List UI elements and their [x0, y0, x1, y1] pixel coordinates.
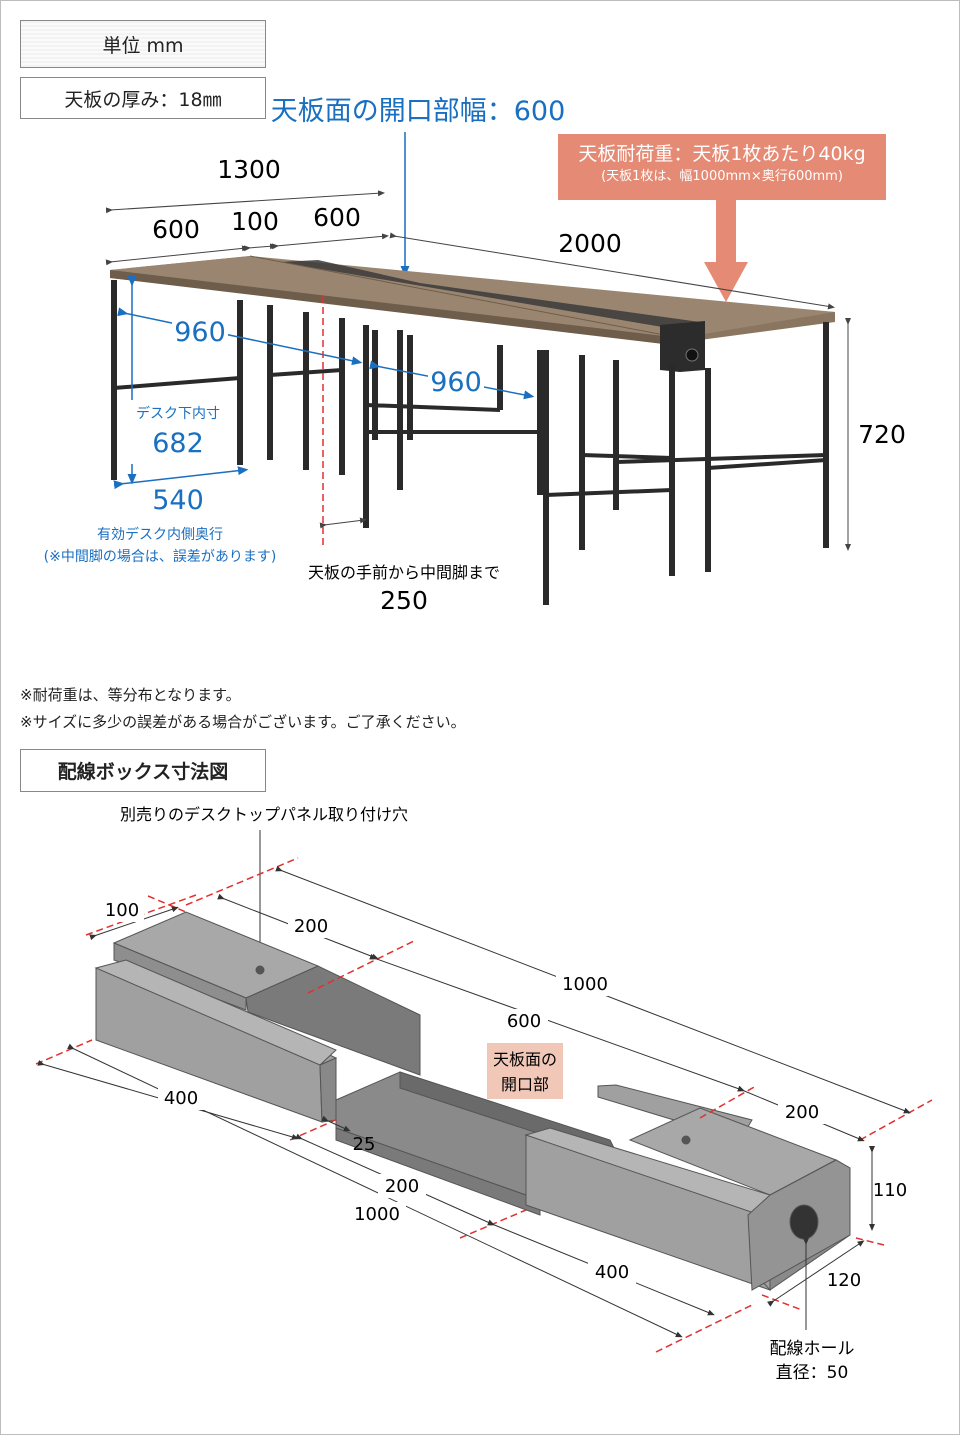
opening-label-2: 開口部 — [501, 1075, 549, 1094]
wiring-section-title: 配線ボックス寸法図 — [20, 749, 266, 792]
note-load: ※耐荷重は、等分布となります。 — [20, 686, 241, 704]
panel-hole-label: 別売りのデスクトップパネル取り付け穴 — [120, 805, 408, 824]
dim-100: 100 — [231, 207, 279, 236]
dim-1300: 1300 — [217, 155, 281, 184]
dim-540: 540 — [152, 485, 204, 516]
dim-w600: 600 — [507, 1011, 541, 1032]
dim-250: 250 — [380, 586, 428, 615]
dim-w200c: 200 — [785, 1102, 819, 1123]
dim-600b: 600 — [313, 203, 361, 232]
wiring-box-diagram: 別売りのデスクトップパネル取り付け穴 — [35, 805, 933, 1383]
dim-w200a: 200 — [294, 916, 328, 937]
under-desk-label: デスク下内寸 — [136, 405, 220, 422]
dim-600a: 600 — [152, 215, 200, 244]
wiring-labels: 100 200 1000 600 天板面の 開口部 200 400 25 200… — [100, 898, 907, 1383]
desk-diagram: 天板面の開口部幅：600 1300 600 100 600 2000 — [44, 96, 906, 615]
load-arrow — [704, 200, 748, 302]
effective-depth-label: 有効デスク内側奥行 — [97, 526, 223, 543]
note-size: ※サイズに多少の誤差がある場合がございます。ご了承ください。 — [20, 713, 466, 731]
dim-w1000b: 1000 — [354, 1204, 400, 1225]
mid-leg-label: 天板の手前から中間脚まで — [308, 563, 500, 582]
dim-720: 720 — [858, 420, 906, 449]
dim-960b: 960 — [430, 367, 482, 398]
dim-682: 682 — [152, 428, 204, 459]
hole-label-1: 配線ホール — [770, 1339, 855, 1359]
thickness-label: 天板の厚み：18㎜ — [20, 77, 266, 119]
dim-w100: 100 — [105, 900, 139, 921]
dim-w200b: 200 — [385, 1176, 419, 1197]
wiring-box-body — [94, 911, 851, 1292]
unit-label: 単位 mm — [20, 20, 266, 68]
dim-w400b: 400 — [595, 1262, 629, 1283]
hole-label-2: 直径：50 — [776, 1363, 849, 1383]
dim-960a: 960 — [174, 317, 226, 348]
load-capacity-line2: (天板1枚は、幅1000mm×奥行600mm) — [601, 169, 843, 184]
effective-depth-note: (※中間脚の場合は、誤差があります) — [44, 549, 277, 565]
dim-w1000a: 1000 — [562, 974, 608, 995]
dim-w400a: 400 — [164, 1088, 198, 1109]
dim-w110: 110 — [873, 1180, 907, 1201]
desk-tops — [110, 255, 835, 372]
load-capacity-box: 天板耐荷重：天板1枚あたり40kg (天板1枚は、幅1000mm×奥行600mm… — [558, 134, 886, 200]
dim-w25: 25 — [353, 1134, 376, 1155]
dim-2000: 2000 — [558, 229, 622, 258]
opening-width-label: 天板面の開口部幅：600 — [271, 96, 566, 127]
load-capacity-line1: 天板耐荷重：天板1枚あたり40kg — [578, 143, 866, 165]
opening-label-1: 天板面の — [493, 1050, 557, 1069]
dim-w120: 120 — [827, 1270, 861, 1291]
